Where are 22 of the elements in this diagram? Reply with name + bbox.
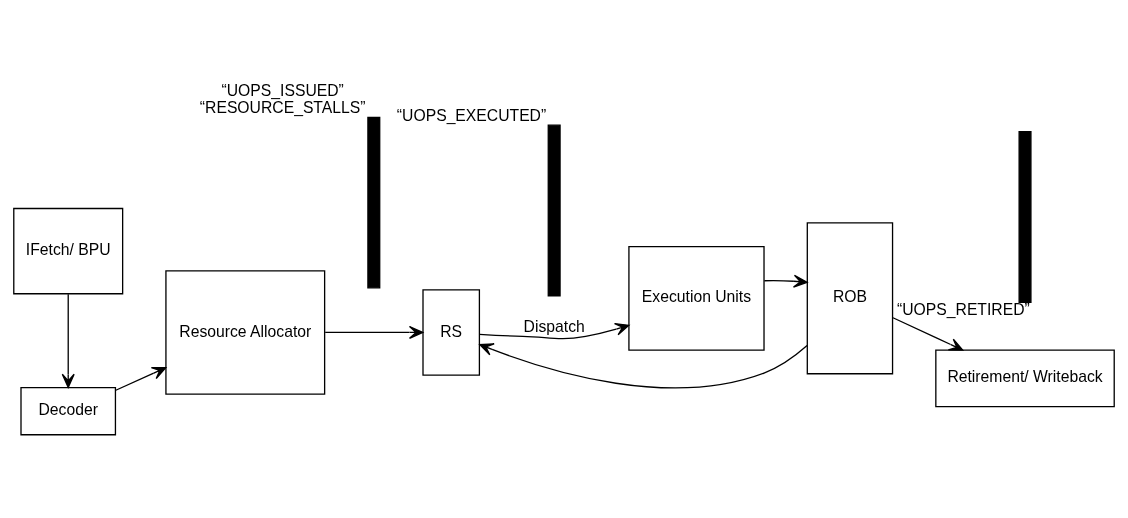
node-label: “UOPS_RETIRED”: [897, 300, 1030, 318]
arrow: [479, 343, 808, 389]
arrow: [892, 317, 964, 351]
arrow: [763, 274, 808, 288]
arrow: [478, 322, 630, 340]
edge-label: Dispatch: [523, 317, 585, 335]
node-bar: [367, 116, 381, 289]
node-box: IFetch/ BPU: [13, 207, 124, 295]
node-box: Resource Allocator: [165, 270, 326, 395]
node-box: Retirement/ Writeback: [935, 349, 1115, 408]
node-box: Execution Units: [628, 245, 765, 351]
node-label: “RESOURCE_STALLS”: [199, 98, 366, 116]
node-label: “UOPS_EXECUTED”: [396, 106, 547, 124]
arrow: [115, 367, 167, 391]
arrow: [61, 293, 75, 389]
node-box: RS: [422, 289, 481, 376]
node-box: Decoder: [20, 386, 117, 436]
node-box: ROB: [806, 222, 894, 375]
node-label: “UOPS_ISSUED”: [221, 81, 344, 99]
node-bar: [1018, 131, 1032, 303]
arrow: [324, 325, 424, 339]
node-bar: [547, 124, 561, 297]
